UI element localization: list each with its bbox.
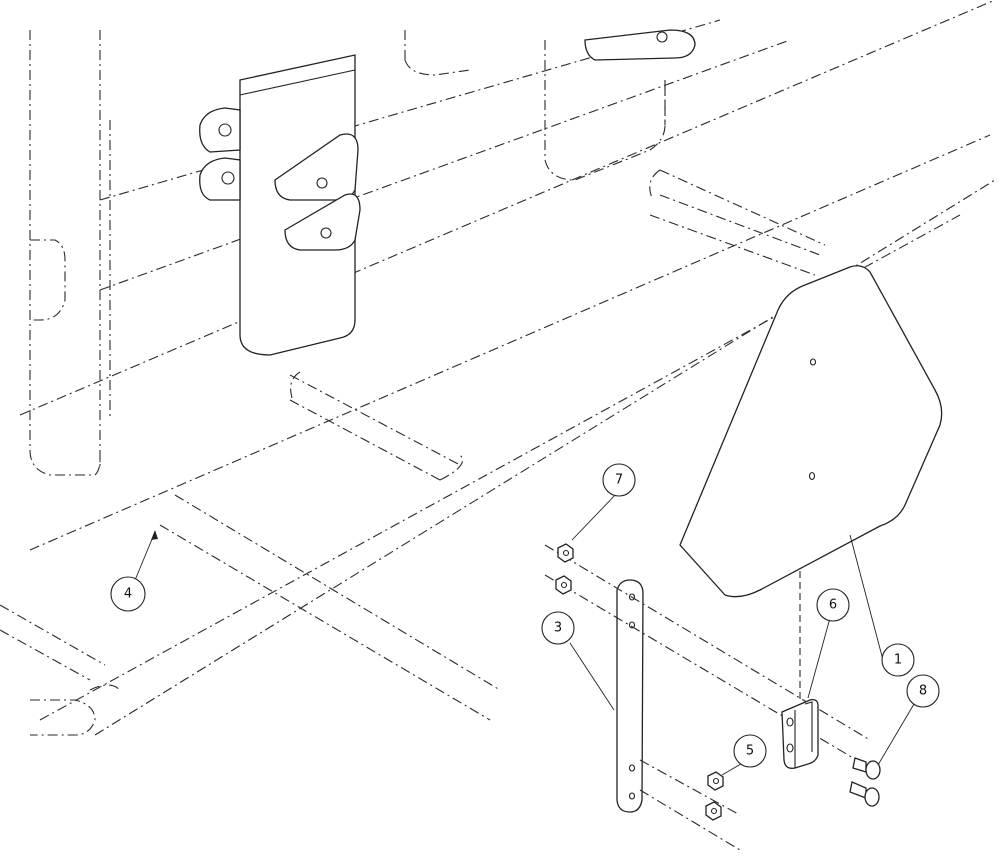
fastener-axes (544, 544, 871, 851)
callout-4: 4 (110, 576, 146, 612)
callout-7: 7 (602, 463, 636, 497)
callout-label: 5 (746, 744, 754, 759)
callout-8: 8 (906, 674, 940, 708)
mounting-strap (616, 579, 644, 813)
callout-label: 6 (829, 598, 837, 613)
callout-3: 3 (541, 611, 575, 645)
reflector-plate (679, 265, 943, 598)
carriage-bolts (849, 757, 881, 807)
callout-label: 4 (124, 587, 132, 602)
leader-lines (132, 490, 915, 776)
callout-label: 1 (894, 653, 902, 668)
rear-bracket (584, 29, 696, 61)
phantom-frame (0, 0, 996, 736)
callout-1: 1 (881, 643, 915, 677)
callout-5: 5 (733, 734, 767, 768)
callout-label: 8 (919, 684, 927, 699)
callout-6: 6 (816, 588, 850, 622)
hex-nuts (555, 543, 724, 821)
reflector-clamp (781, 698, 819, 769)
callout-label: 3 (554, 621, 562, 636)
arrowhead-icon (151, 530, 158, 540)
upright-post (199, 54, 361, 356)
callout-label: 7 (615, 473, 623, 488)
